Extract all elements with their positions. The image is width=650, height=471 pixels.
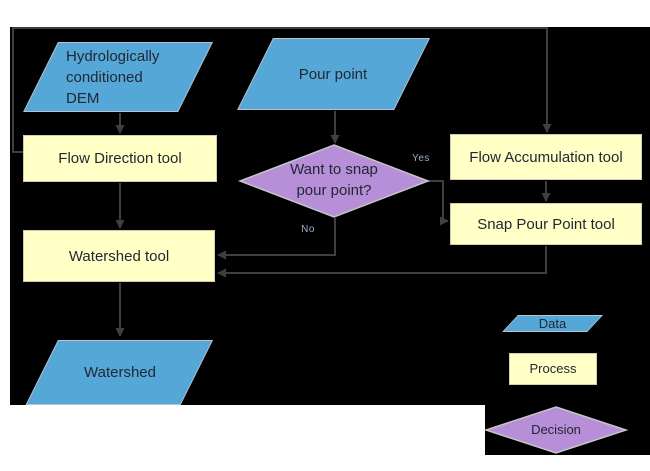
- node-snap-pour-point-shape: [450, 203, 642, 245]
- node-watershed-tool-shape: [23, 230, 215, 282]
- node-flow-accumulation-shape: [450, 134, 642, 180]
- node-watershed-label: Watershed: [84, 364, 156, 381]
- legend-data-label: Data: [538, 315, 567, 331]
- node-pour-point-label: Pour point: [298, 65, 368, 83]
- legend-decision-label: Decision: [531, 422, 581, 437]
- node-flow-direction-shape: [23, 135, 217, 182]
- edge-label-no: No: [301, 224, 315, 235]
- legend-process-label: Process: [529, 361, 577, 376]
- edge-decision-yes-to-snappourpoint: [428, 180, 449, 226]
- node-flow-direction-label: Flow Direction tool: [58, 150, 182, 167]
- node-flow-accumulation-label: Flow Accumulation tool: [469, 148, 623, 166]
- legend-process-shape: [509, 353, 597, 385]
- edge-flowdirection-to-flowaccumulation: [12, 27, 552, 153]
- legend-decision-shape: [483, 406, 629, 454]
- edge-label-yes: Yes: [412, 153, 430, 164]
- node-snap-pour-point-label: Snap Pour Point tool: [477, 215, 615, 233]
- edge-snappourpoint-to-watershedtool: [217, 246, 547, 278]
- decision-node-label: Want to snap pour point?: [290, 161, 378, 199]
- edge-decision-no-to-watershedtool: [217, 218, 336, 260]
- node-watershed-tool-label: Watershed tool: [68, 247, 170, 265]
- decision-node-shape: [237, 144, 431, 218]
- node-dem-label: Hydrologically conditioned DEM: [66, 47, 160, 107]
